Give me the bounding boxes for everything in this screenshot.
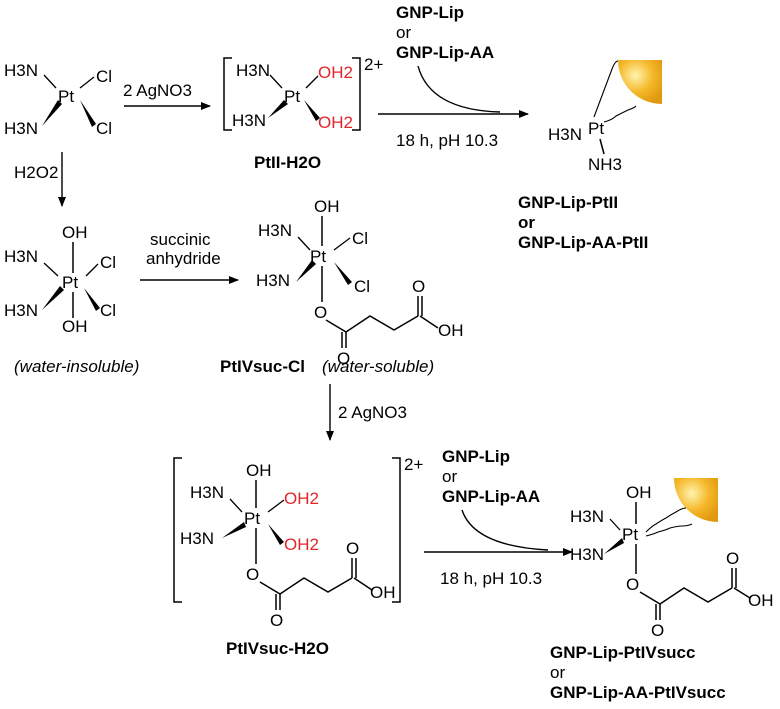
oh-label: OH [246, 461, 272, 480]
agno3-reagent-label: 2 AgNO3 [338, 403, 407, 422]
compound-label-ptivsuc-cl: PtIVsuc-Cl [220, 357, 305, 376]
product-label: GNP-Lip-PtIVsucc [550, 643, 695, 662]
gnp-lip-ptivsucc-structure: OH H3N Pt H3N O O O OH GNP-Lip-PtIVsucc … [550, 478, 774, 702]
oh2-label: OH2 [284, 489, 319, 508]
gold-nanoparticle [674, 478, 718, 522]
o-label: O [314, 303, 327, 322]
solubility-label: (water-soluble) [322, 357, 434, 376]
reagent-or: or [396, 23, 411, 42]
pt-label: Pt [244, 509, 260, 528]
product-label: GNP-Lip-AA-PtIVsucc [550, 683, 726, 702]
gold-nanoparticle [618, 60, 662, 104]
oh-label: OH [62, 223, 88, 242]
reagent-gnp-lip: GNP-Lip [396, 3, 464, 22]
nh3-label: H3N [4, 301, 38, 320]
cl-label: Cl [100, 253, 116, 272]
ptivsuc-cl-structure: OH H3N Cl Pt H3N Cl O O O OH PtIVsuc-Cl … [220, 197, 464, 376]
charge-label: 2+ [404, 455, 423, 474]
oh-label: OH [314, 197, 340, 216]
cl-label: Cl [352, 229, 368, 248]
pt-label: Pt [58, 87, 74, 106]
oh-label: OH [438, 321, 464, 340]
oh-label: OH [626, 483, 652, 502]
oh2-label: OH2 [284, 535, 319, 554]
nh3-label: H3N [570, 545, 604, 564]
o-label: O [726, 549, 739, 568]
oh-label: OH [62, 317, 88, 336]
pt-label: Pt [284, 87, 300, 106]
reagent-gnp-lip-aa: GNP-Lip-AA [442, 487, 540, 506]
oh2-label: OH2 [318, 63, 353, 82]
compound-label-ptii-h2o: PtII-H2O [254, 153, 321, 172]
solubility-label: (water-insoluble) [14, 357, 139, 376]
curved-arrow [461, 509, 549, 551]
o-label: O [270, 611, 283, 630]
product-label: GNP-Lip-PtII [518, 193, 618, 212]
nh3-label: H3N [4, 119, 38, 138]
gnp-lip-ptii-structure: H3N Pt NH3 GNP-Lip-PtII or GNP-Lip-AA-Pt… [518, 60, 662, 252]
pt-label: Pt [622, 525, 638, 544]
nh3-label: H3N [4, 61, 38, 80]
pt-label: Pt [310, 247, 326, 266]
cl-label: Cl [100, 301, 116, 320]
nh3-label: H3N [4, 247, 38, 266]
pt-label: Pt [588, 119, 604, 138]
oh-label: OH [748, 591, 774, 610]
curved-arrow [417, 65, 501, 113]
nh3-label: H3N [190, 483, 224, 502]
agno3-reagent-label: 2 AgNO3 [123, 81, 192, 100]
nh3-label: H3N [236, 61, 270, 80]
oh2-label: OH2 [318, 113, 353, 132]
o-label: O [626, 575, 639, 594]
reagent-or: or [442, 467, 457, 486]
conditions-label: 18 h, pH 10.3 [396, 131, 498, 150]
nh3-label: H3N [180, 529, 214, 548]
nh3-label: H3N [258, 221, 292, 240]
oh-label: OH [370, 583, 396, 602]
product-or-label: or [518, 213, 535, 232]
nh3-label: H3N [570, 507, 604, 526]
ptivsuc-h2o-structure: 2+ OH H3N OH2 Pt H3N OH2 O O O OH PtIVsu… [173, 455, 423, 658]
cl-label: Cl [96, 119, 112, 138]
charge-label: 2+ [364, 55, 383, 74]
nh3-label: NH3 [588, 155, 622, 174]
reagent-gnp-lip: GNP-Lip [442, 447, 510, 466]
nh3-label: H3N [548, 125, 582, 144]
compound-label-ptivsuc-h2o: PtIVsuc-H2O [226, 639, 329, 658]
o-label: O [346, 539, 359, 558]
h2o2-reagent-label: H2O2 [14, 163, 58, 182]
nh3-label: H3N [232, 111, 266, 130]
cl-label: Cl [96, 67, 112, 86]
conditions-label: 18 h, pH 10.3 [440, 569, 542, 588]
o-label: O [246, 565, 259, 584]
succinic-label: succinic [150, 230, 211, 249]
product-or-label: or [550, 663, 565, 682]
pt-label: Pt [62, 273, 78, 292]
ptiv-oh-structure: OH H3N Cl Pt H3N Cl OH (water-insoluble) [4, 223, 139, 376]
anhydride-label: anhydride [146, 249, 221, 268]
cl-label: Cl [354, 277, 370, 296]
nh3-label: H3N [256, 271, 290, 290]
product-label: GNP-Lip-AA-PtII [518, 233, 648, 252]
cisplatin-structure: H3N Cl Pt H3N Cl [4, 61, 112, 138]
o-label: O [337, 349, 350, 368]
ptii-h2o-structure: 2+ H3N OH2 Pt H3N OH2 PtII-H2O [223, 55, 383, 172]
o-label: O [651, 621, 664, 640]
o-label: O [412, 277, 425, 296]
reagent-gnp-lip-aa: GNP-Lip-AA [396, 43, 494, 62]
